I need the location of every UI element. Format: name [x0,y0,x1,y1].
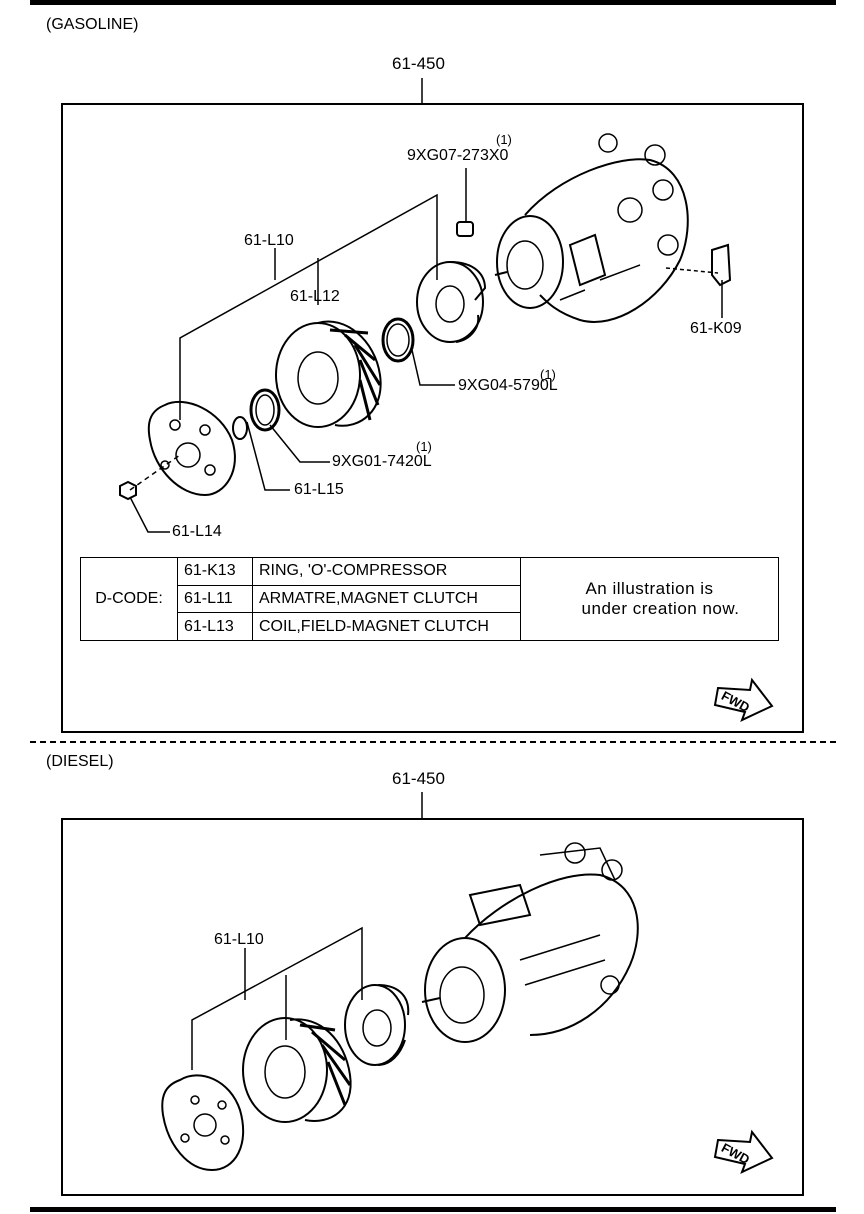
gasoline-assembly-label: 61-450 [392,54,445,73]
dcode-note: An illustration is under creation now. [520,557,779,641]
diesel-assembly-label: 61-450 [392,769,445,788]
dcode-code-3: 61-L13 [177,612,253,641]
oring-large-qty-label: (1) [540,367,556,382]
diesel-section-title: (DIESEL) [46,753,114,770]
dcode-desc-1: RING, 'O'-COMPRESSOR [252,557,521,586]
pulley-label: 61-L12 [290,288,340,305]
gasoline-frame [61,103,804,733]
top-rule [30,0,836,5]
dcode-label: D-CODE: [80,557,178,641]
dcode-table: D-CODE: 61-K13 RING, 'O'-COMPRESSOR An i… [80,557,779,641]
nut-label: 61-L14 [172,523,222,540]
dcode-desc-3: COIL,FIELD-MAGNET CLUTCH [252,612,521,641]
bracket-label: 61-K09 [690,320,742,337]
kit-label-diesel: 61-L10 [214,931,264,948]
diesel-frame [61,818,804,1196]
oring-small-label: 9XG01-7420L [332,453,432,470]
oring-small-qty-label: (1) [416,439,432,454]
section-divider [30,741,836,743]
gasoline-section-title: (GASOLINE) [46,16,139,33]
dcode-code-2: 61-L11 [177,584,253,614]
oring-large-label: 9XG04-5790L [458,377,558,394]
snap-ring-label: 61-L15 [294,481,344,498]
diesel-fwd-label: FWD [719,1140,752,1167]
dcode-desc-2: ARMATRE,MAGNET CLUTCH [252,584,521,614]
dcode-code-1: 61-K13 [177,557,253,586]
gasoline-fwd-label: FWD [719,688,752,715]
kit-label-gasoline: 61-L10 [244,232,294,249]
compressor-bolt-label: 9XG07-273X0 [407,147,509,164]
bottom-rule [30,1207,836,1212]
bolt-qty-label: (1) [496,132,512,147]
